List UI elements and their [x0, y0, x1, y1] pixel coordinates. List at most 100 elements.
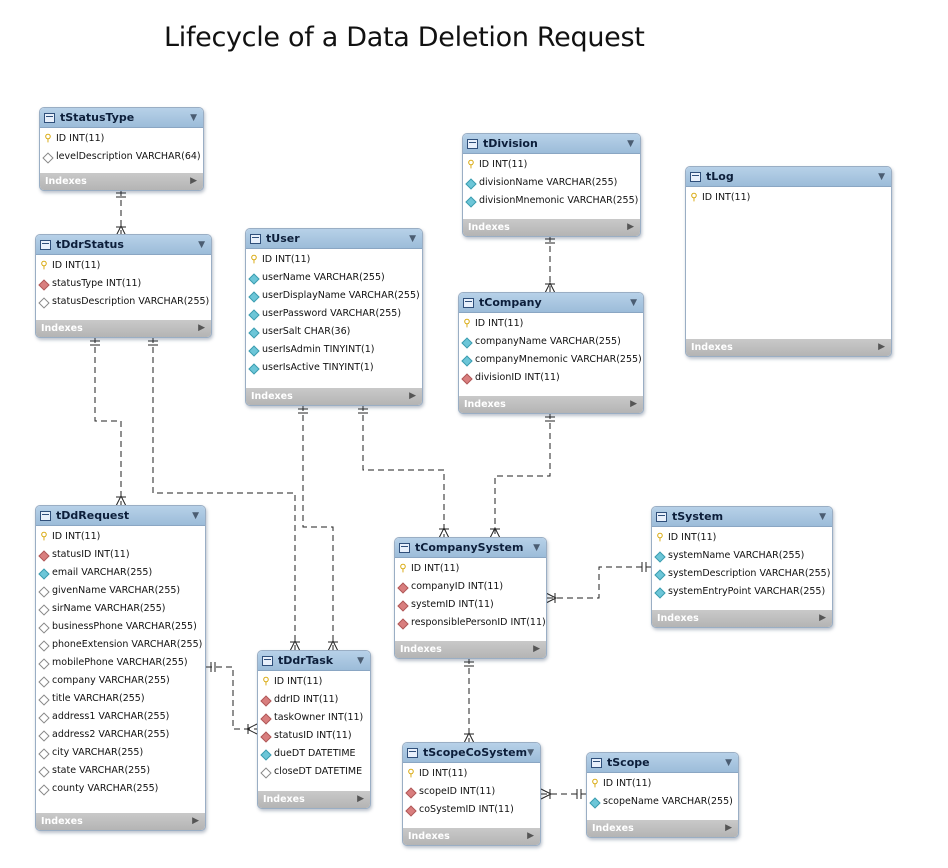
- expand-arrow-icon[interactable]: ▶: [725, 823, 732, 833]
- table-tscopecosystem[interactable]: tScopeCoSystem▼ ⚲ID INT(11)scopeID INT(11…: [402, 742, 541, 846]
- column-row[interactable]: statusType INT(11): [36, 275, 211, 293]
- column-row[interactable]: ⚲ID INT(11): [36, 257, 211, 275]
- column-row[interactable]: ⚲ID INT(11): [587, 775, 738, 793]
- column-row[interactable]: userName VARCHAR(255): [246, 269, 422, 287]
- collapse-arrow-icon[interactable]: ▼: [527, 747, 534, 758]
- table-header[interactable]: tCompanySystem▼: [395, 538, 546, 558]
- column-row[interactable]: companyMnemonic VARCHAR(255): [459, 351, 643, 369]
- indexes-section[interactable]: Indexes▶: [395, 641, 546, 658]
- table-header[interactable]: tDdrTask▼: [258, 651, 370, 671]
- column-row[interactable]: userDisplayName VARCHAR(255): [246, 287, 422, 305]
- column-row[interactable]: ⚲ID INT(11): [686, 189, 891, 207]
- table-header[interactable]: tScopeCoSystem▼: [403, 743, 540, 763]
- column-row[interactable]: address2 VARCHAR(255): [36, 726, 205, 744]
- table-tuser[interactable]: tUser▼⚲ID INT(11)userName VARCHAR(255)us…: [245, 228, 423, 406]
- expand-arrow-icon[interactable]: ▶: [357, 794, 364, 804]
- table-tddrequest[interactable]: tDdRequest▼ ⚲ID INT(11)statusID INT(11)em…: [35, 505, 206, 831]
- column-row[interactable]: businessPhone VARCHAR(255): [36, 618, 205, 636]
- expand-arrow-icon[interactable]: ▶: [190, 176, 197, 186]
- column-row[interactable]: systemDescription VARCHAR(255): [652, 565, 832, 583]
- expand-arrow-icon[interactable]: ▶: [627, 222, 634, 232]
- indexes-section[interactable]: Indexes▶: [36, 320, 211, 337]
- column-row[interactable]: coSystemID INT(11): [403, 801, 540, 819]
- table-header[interactable]: tSystem▼: [652, 507, 832, 527]
- column-row[interactable]: ⚲ID INT(11): [463, 156, 640, 174]
- expand-arrow-icon[interactable]: ▶: [878, 342, 885, 352]
- collapse-arrow-icon[interactable]: ▼: [627, 138, 634, 149]
- column-row[interactable]: ⚲ID INT(11): [403, 765, 540, 783]
- table-tcompanysystem[interactable]: tCompanySystem▼ ⚲ID INT(11)companyID INT(…: [394, 537, 547, 659]
- indexes-section[interactable]: Indexes▶: [686, 339, 891, 356]
- collapse-arrow-icon[interactable]: ▼: [819, 511, 826, 522]
- collapse-arrow-icon[interactable]: ▼: [878, 171, 885, 182]
- column-row[interactable]: statusID INT(11): [36, 546, 205, 564]
- column-row[interactable]: statusID INT(11): [258, 727, 370, 745]
- column-row[interactable]: systemName VARCHAR(255): [652, 547, 832, 565]
- expand-arrow-icon[interactable]: ▶: [630, 399, 637, 409]
- column-row[interactable]: companyID INT(11): [395, 578, 546, 596]
- collapse-arrow-icon[interactable]: ▼: [630, 297, 637, 308]
- column-row[interactable]: ⚲ID INT(11): [40, 130, 203, 148]
- column-row[interactable]: county VARCHAR(255): [36, 780, 205, 798]
- table-header[interactable]: tScope▼: [587, 753, 738, 773]
- column-row[interactable]: scopeID INT(11): [403, 783, 540, 801]
- column-row[interactable]: userPassword VARCHAR(255): [246, 305, 422, 323]
- indexes-section[interactable]: Indexes▶: [403, 828, 540, 845]
- collapse-arrow-icon[interactable]: ▼: [190, 112, 197, 123]
- expand-arrow-icon[interactable]: ▶: [527, 831, 534, 841]
- expand-arrow-icon[interactable]: ▶: [409, 391, 416, 401]
- column-row[interactable]: company VARCHAR(255): [36, 672, 205, 690]
- expand-arrow-icon[interactable]: ▶: [198, 323, 205, 333]
- column-row[interactable]: email VARCHAR(255): [36, 564, 205, 582]
- indexes-section[interactable]: Indexes▶: [652, 610, 832, 627]
- indexes-section[interactable]: Indexes▶: [246, 388, 422, 405]
- table-header[interactable]: tLog▼: [686, 167, 891, 187]
- column-row[interactable]: divisionID INT(11): [459, 369, 643, 387]
- expand-arrow-icon[interactable]: ▶: [533, 644, 540, 654]
- column-row[interactable]: givenName VARCHAR(255): [36, 582, 205, 600]
- table-tdivision[interactable]: tDivision▼ ⚲ID INT(11)divisionName VARCHA…: [462, 133, 641, 237]
- column-row[interactable]: phoneExtension VARCHAR(255): [36, 636, 205, 654]
- column-row[interactable]: userSalt CHAR(36): [246, 323, 422, 341]
- column-row[interactable]: companyName VARCHAR(255): [459, 333, 643, 351]
- column-row[interactable]: userIsActive TINYINT(1): [246, 359, 422, 377]
- column-row[interactable]: mobilePhone VARCHAR(255): [36, 654, 205, 672]
- collapse-arrow-icon[interactable]: ▼: [198, 239, 205, 250]
- table-tsystem[interactable]: tSystem▼ ⚲ID INT(11)systemName VARCHAR(25…: [651, 506, 833, 628]
- column-row[interactable]: state VARCHAR(255): [36, 762, 205, 780]
- column-row[interactable]: address1 VARCHAR(255): [36, 708, 205, 726]
- collapse-arrow-icon[interactable]: ▼: [409, 233, 416, 244]
- column-row[interactable]: levelDescription VARCHAR(64): [40, 148, 203, 166]
- indexes-section[interactable]: Indexes▶: [587, 820, 738, 837]
- column-row[interactable]: responsiblePersonID INT(11): [395, 614, 546, 632]
- collapse-arrow-icon[interactable]: ▼: [192, 510, 199, 521]
- column-row[interactable]: statusDescription VARCHAR(255): [36, 293, 211, 311]
- indexes-section[interactable]: Indexes▶: [36, 813, 205, 830]
- column-row[interactable]: ⚲ID INT(11): [36, 528, 205, 546]
- expand-arrow-icon[interactable]: ▶: [819, 613, 826, 623]
- collapse-arrow-icon[interactable]: ▼: [725, 757, 732, 768]
- indexes-section[interactable]: Indexes▶: [40, 173, 203, 190]
- column-row[interactable]: ⚲ID INT(11): [258, 673, 370, 691]
- table-tstatustype[interactable]: tStatusType▼ ⚲ID INT(11)levelDescription …: [39, 107, 204, 191]
- collapse-arrow-icon[interactable]: ▼: [533, 542, 540, 553]
- indexes-section[interactable]: Indexes▶: [258, 791, 370, 808]
- column-row[interactable]: dueDT DATETIME: [258, 745, 370, 763]
- column-row[interactable]: sirName VARCHAR(255): [36, 600, 205, 618]
- column-row[interactable]: divisionName VARCHAR(255): [463, 174, 640, 192]
- table-tcompany[interactable]: tCompany▼⚲ID INT(11)companyName VARCHAR(…: [458, 292, 644, 414]
- column-row[interactable]: ⚲ID INT(11): [395, 560, 546, 578]
- column-row[interactable]: ⚲ID INT(11): [246, 251, 422, 269]
- table-header[interactable]: tDdrStatus▼: [36, 235, 211, 255]
- collapse-arrow-icon[interactable]: ▼: [357, 655, 364, 666]
- column-row[interactable]: city VARCHAR(255): [36, 744, 205, 762]
- column-row[interactable]: ddrID INT(11): [258, 691, 370, 709]
- expand-arrow-icon[interactable]: ▶: [192, 816, 199, 826]
- column-row[interactable]: ⚲ID INT(11): [652, 529, 832, 547]
- table-header[interactable]: tStatusType▼: [40, 108, 203, 128]
- table-tddrtask[interactable]: tDdrTask▼⚲ID INT(11)ddrID INT(11)taskOwn…: [257, 650, 371, 809]
- column-row[interactable]: systemEntryPoint VARCHAR(255): [652, 583, 832, 601]
- table-header[interactable]: tDdRequest▼: [36, 506, 205, 526]
- table-header[interactable]: tDivision▼: [463, 134, 640, 154]
- column-row[interactable]: systemID INT(11): [395, 596, 546, 614]
